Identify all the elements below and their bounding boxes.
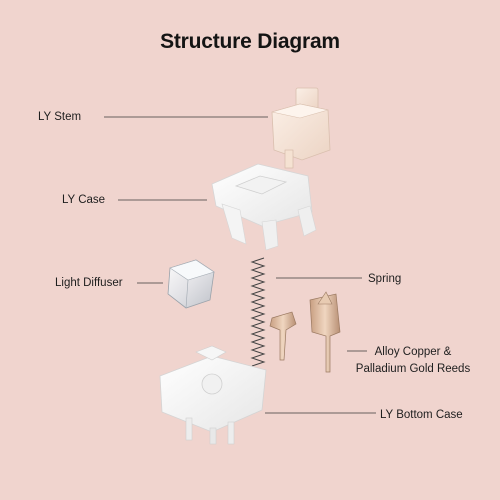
diagram-title: Structure Diagram [160, 30, 340, 53]
gold-reeds-part [269, 291, 341, 373]
label-reeds-line1: Alloy Copper & [374, 346, 452, 358]
label-ly-stem: LY Stem [38, 111, 82, 123]
label-ly-case: LY Case [62, 194, 106, 206]
leader-lines [104, 116, 376, 414]
label-reeds: Alloy Copper & Palladium Gold Reeds [348, 344, 478, 378]
ly-bottom-case-part [159, 345, 267, 445]
light-diffuser-part [167, 259, 215, 309]
ly-stem-part [271, 87, 331, 169]
label-ly-bottom-case: LY Bottom Case [380, 409, 463, 421]
label-spring: Spring [368, 273, 402, 285]
label-reeds-line2: Palladium Gold Reeds [355, 363, 471, 375]
label-light-diffuser: Light Diffuser [55, 277, 123, 289]
ly-case-part [211, 163, 317, 251]
spring-part [250, 257, 266, 367]
